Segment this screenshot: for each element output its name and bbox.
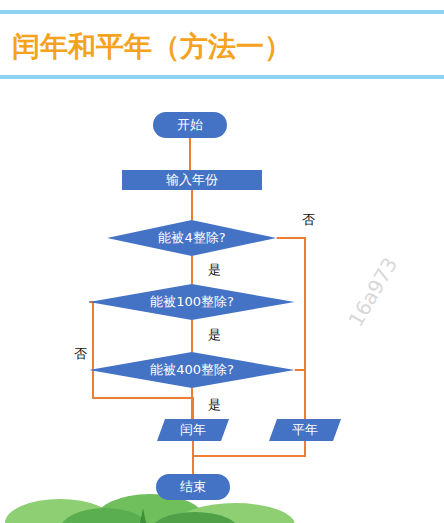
flow-connector xyxy=(295,370,305,419)
bush-illustration xyxy=(5,494,295,523)
title-band-line xyxy=(0,75,444,79)
terminal-box: 开始 xyxy=(153,112,227,138)
node-label: 开始 xyxy=(177,117,203,133)
edge-label: 否 xyxy=(72,346,89,362)
flow-connector xyxy=(191,320,193,352)
flow-connector xyxy=(193,441,305,474)
node-label: 闰年 xyxy=(180,422,206,438)
decision-diamond: 能被400整除? xyxy=(89,352,295,388)
node-label: 能被100整除? xyxy=(150,294,234,310)
watermark: 16a973 xyxy=(344,253,403,331)
title-band-line xyxy=(0,10,444,14)
edge-label: 是 xyxy=(206,397,223,413)
node-label: 能被4整除? xyxy=(158,230,225,246)
edge-label: 否 xyxy=(300,212,317,228)
node-label: 平年 xyxy=(292,422,318,438)
flow-connector xyxy=(191,256,193,284)
input-box: 输入年份 xyxy=(122,170,262,190)
flow-connector xyxy=(277,238,305,419)
decision-diamond: 能被4整除? xyxy=(107,220,276,256)
terminal-box: 结束 xyxy=(156,474,230,500)
flow-connector xyxy=(189,138,191,170)
output-box: 闰年 xyxy=(157,419,229,441)
flow-connector xyxy=(191,190,193,220)
node-label: 能被400整除? xyxy=(150,362,234,378)
node-label: 输入年份 xyxy=(166,172,218,188)
edge-label: 是 xyxy=(206,327,223,343)
decision-diamond: 能被100整除? xyxy=(89,284,295,320)
edge-label: 是 xyxy=(206,262,223,278)
page-title: 闰年和平年（方法一） xyxy=(12,28,292,66)
node-label: 结束 xyxy=(180,479,206,495)
flow-connector xyxy=(191,388,193,419)
output-box: 平年 xyxy=(269,419,341,441)
